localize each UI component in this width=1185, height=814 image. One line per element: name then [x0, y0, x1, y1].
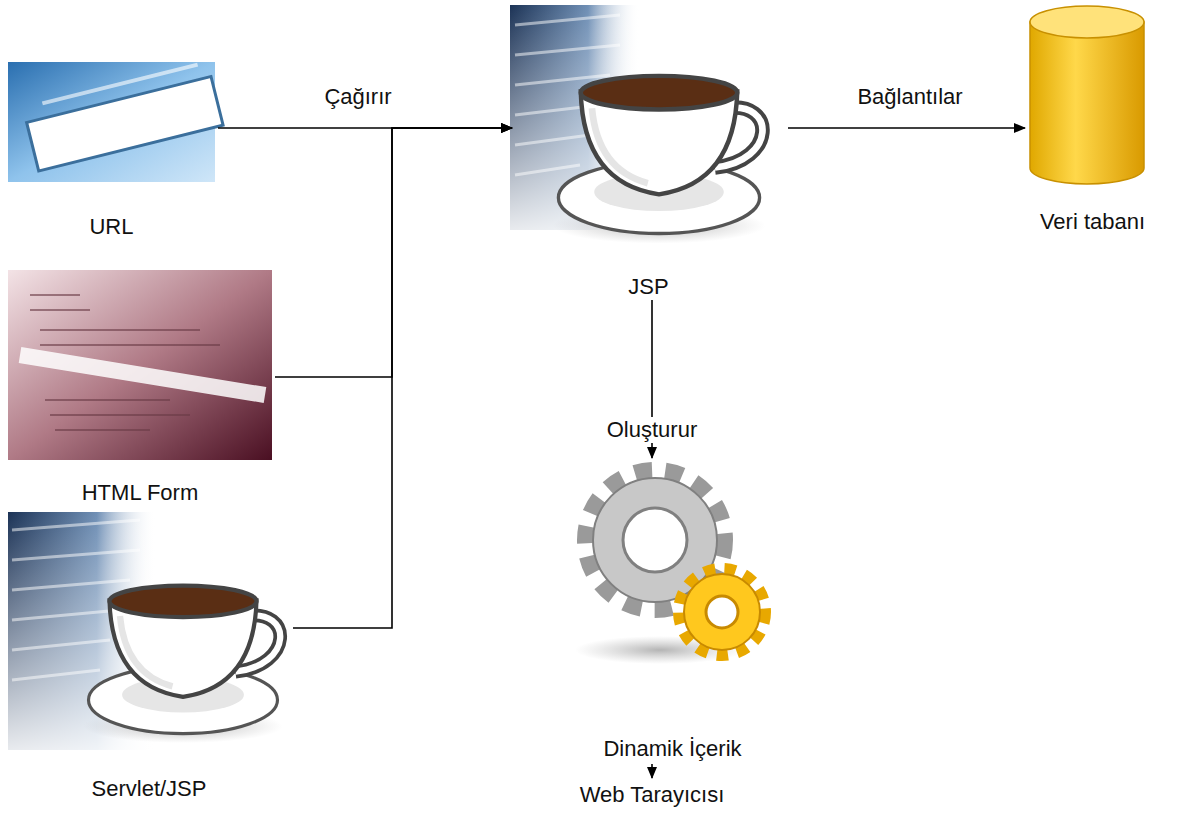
diagram-node: Dinamik İçerik [570, 458, 775, 762]
node-label: Servlet/JSP [92, 776, 207, 802]
diagram-node: URL [8, 60, 215, 240]
connector-arrow [651, 764, 653, 778]
html-picture [8, 270, 272, 460]
jsp-picture [510, 5, 765, 244]
servlet-picture [8, 512, 283, 750]
gears-picture [575, 472, 764, 664]
diagram-node: Web Tarayıcısı [560, 778, 744, 808]
diagram-node: Servlet/JSP [8, 512, 290, 802]
diagram-node: JSP [512, 5, 785, 300]
node-label: JSP [628, 274, 668, 300]
node-label: Dinamik İçerik [603, 736, 741, 762]
edge-label: Bağlantılar [854, 84, 965, 110]
edge-label: Çağırır [321, 84, 394, 110]
url-picture [8, 62, 223, 182]
connector-arrow [788, 127, 1025, 129]
diagram-node: Veri tabanı [1025, 5, 1160, 235]
connector-arrow [293, 128, 512, 628]
node-label: Veri tabanı [1040, 209, 1145, 235]
node-label: URL [89, 214, 133, 240]
node-label: Web Tarayıcısı [580, 782, 725, 808]
edge-label: Oluşturur [604, 417, 700, 443]
diagram-node: HTML Form [8, 270, 272, 506]
node-label: HTML Form [82, 480, 199, 506]
connector-arrow [275, 128, 512, 377]
database-cylinder [1030, 6, 1144, 184]
